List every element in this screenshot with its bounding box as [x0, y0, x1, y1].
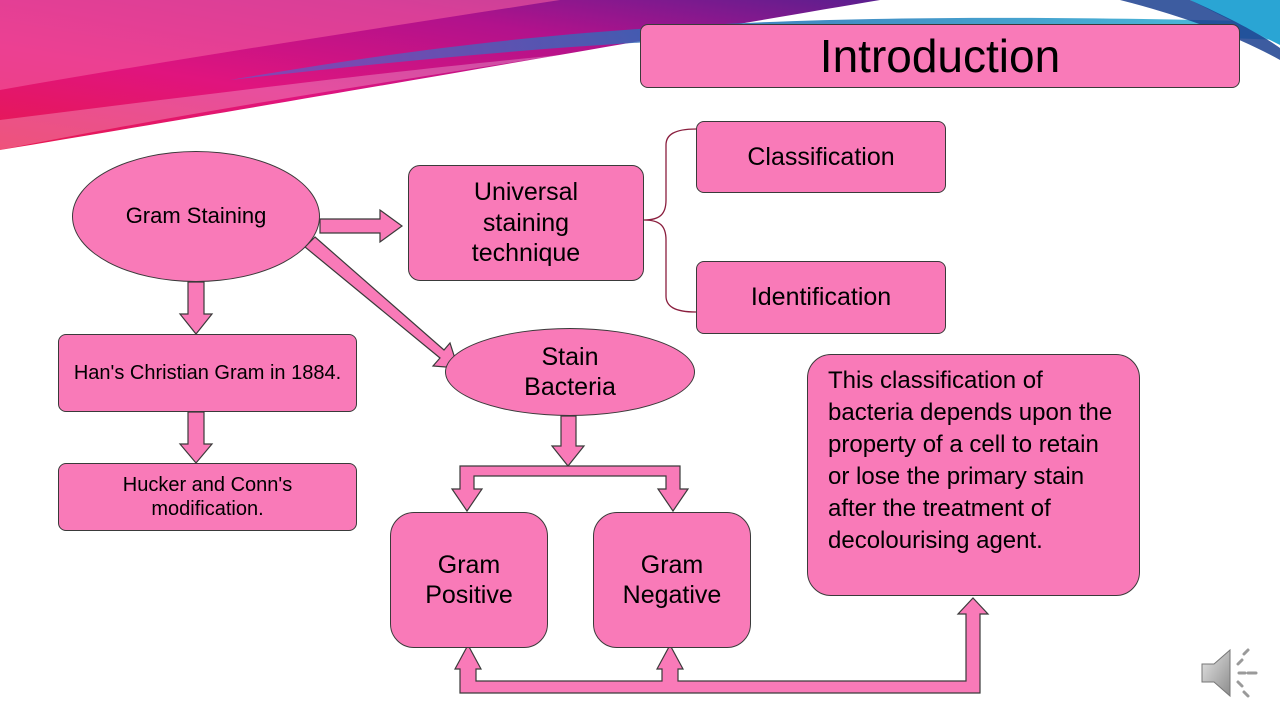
- node-gram-staining-text: Gram Staining: [125, 203, 267, 229]
- node-hucker-conn: Hucker and Conn's modification.: [58, 463, 357, 531]
- node-gram-staining: Gram Staining: [72, 151, 320, 282]
- node-classification-text: Classification: [747, 142, 895, 171]
- arrow-right: [319, 208, 404, 244]
- arrow-down: [550, 415, 586, 467]
- curly-brace: [643, 128, 697, 313]
- arrow-down: [178, 411, 214, 464]
- speaker-icon[interactable]: [1198, 640, 1264, 706]
- node-stain-bacteria: Stain Bacteria: [445, 328, 695, 416]
- node-gram-negative-text: Gram Negative: [622, 550, 722, 610]
- node-gram-positive: Gram Positive: [390, 512, 548, 648]
- node-hans-christian-gram-text: Han's Christian Gram in 1884.: [73, 361, 342, 384]
- node-gram-positive-text: Gram Positive: [425, 550, 513, 610]
- node-stain-bacteria-text: Stain Bacteria: [524, 342, 616, 402]
- node-description-text: This classification of bacteria depends …: [828, 367, 1113, 554]
- node-universal-technique: Universal staining technique: [408, 165, 644, 281]
- slide-title: Introduction: [640, 24, 1240, 88]
- node-universal-technique-text: Universal staining technique: [471, 178, 581, 268]
- node-identification: Identification: [696, 261, 946, 334]
- node-gram-negative: Gram Negative: [593, 512, 751, 648]
- node-hans-christian-gram: Han's Christian Gram in 1884.: [58, 334, 357, 412]
- arrow-down: [178, 281, 214, 335]
- node-description: This classification of bacteria depends …: [807, 354, 1140, 596]
- node-identification-text: Identification: [750, 283, 892, 312]
- node-classification: Classification: [696, 121, 946, 193]
- split-bracket: [450, 465, 690, 513]
- slide-title-text: Introduction: [819, 29, 1061, 82]
- node-hucker-conn-text: Hucker and Conn's modification.: [122, 473, 293, 520]
- bottom-bracket: [453, 597, 990, 694]
